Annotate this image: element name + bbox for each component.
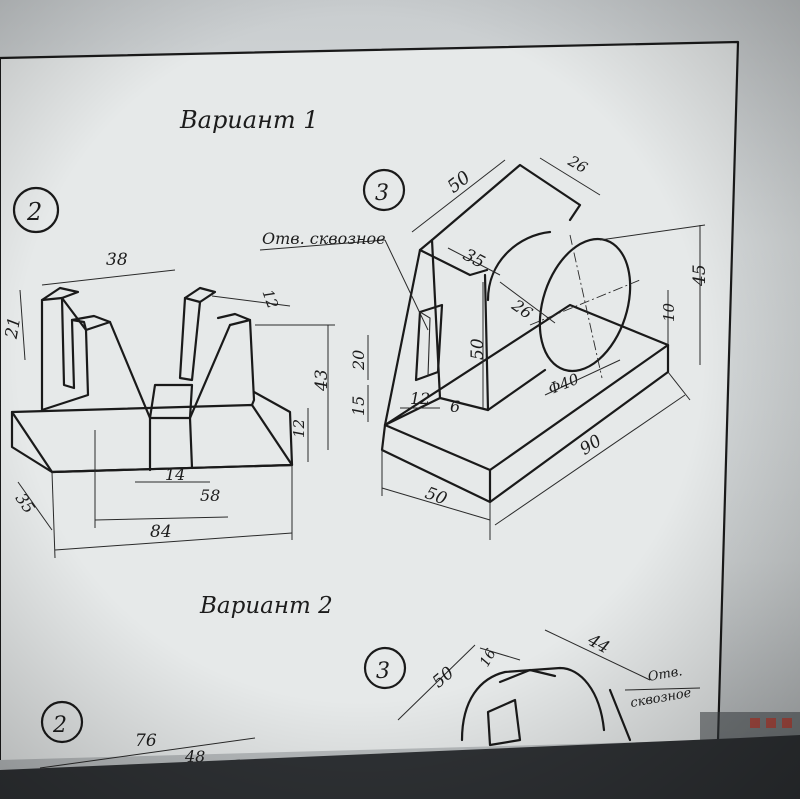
v2-dim-76: 76 [135,731,157,751]
dim-12-part3: 12 [410,389,430,408]
dim-line-38 [41,269,176,286]
part3-upright-edge [483,273,490,412]
dim-12-side: 12 [290,419,308,438]
dim-line-35 [447,247,501,276]
dim-10: 10 [660,302,678,322]
dim-58: 58 [200,486,220,505]
dim-line-58 [94,516,229,521]
part2-v-edge-right [188,416,194,470]
hole-note-underline [259,239,386,251]
part2-left-post-top [40,286,80,302]
part3-number-circle [362,168,406,212]
part2-left-slot [60,296,88,390]
dim-84: 84 [150,522,172,542]
dim-line-35 [17,481,53,531]
part3-cylinder-face [538,237,632,373]
v2-hole-note-line1: Отв. [647,664,684,685]
v2-part2-number-circle [40,700,84,744]
dim-15: 15 [349,396,368,416]
dim-ext-90 [667,371,691,401]
hole-note-leader [384,239,429,331]
v2-part3-hole [486,698,522,747]
dim-line-84 [54,532,293,551]
dim-ext-45-top [599,224,706,241]
part3-through-hole [414,303,444,382]
dim-line-26 [499,281,556,324]
part2-left-block [40,296,90,412]
v2-part3-number: 3 [376,659,390,684]
v2-hole-note-underline [624,687,701,691]
taskbar-icon-3 [782,718,792,728]
part2-right-step [252,390,294,467]
part3-rib-base [438,396,490,412]
hole-note: Отв. сквозное [262,229,386,248]
dim-line-26-top [539,157,601,196]
dim-12-top: 12 [258,287,281,311]
dim-6: 6 [450,397,460,416]
dim-line-12-top [211,295,291,307]
part2-base-front [50,463,294,474]
part2-base-left [10,410,54,474]
sheet-paper [0,42,738,760]
monitor-bezel [0,735,800,799]
dim-21: 21 [2,315,26,341]
dim-line-phi40 [544,359,621,396]
part3-hole-inner [419,311,431,377]
part2-v-groove [108,320,232,420]
part3-cylinder-bottom [486,368,547,412]
dim-14: 14 [165,465,185,484]
variant1-heading: Вариант 1 [179,106,319,134]
dim-line-50-top [411,159,506,233]
dim-line-90 [494,394,686,526]
v2-part2-number: 2 [52,713,67,738]
part2-right-post-top [183,286,217,304]
part2-right-slot [178,296,202,382]
part3-number: 3 [375,181,389,206]
dim-line-50-base [381,487,491,521]
dim-45: 45 [690,264,710,287]
taskbar-icon [750,718,760,728]
part2-number: 2 [26,198,42,226]
part3-cylinder-side [486,230,552,302]
taskbar-icon-2 [766,718,776,728]
dim-50-v: 50 [468,338,488,360]
dim-20: 20 [349,350,368,371]
sheet-frame [0,40,740,742]
v2-dim-line-16 [479,647,521,661]
part2-right-edge [248,318,256,407]
part2-v-bottom [148,383,194,420]
v2-part3-number-circle [363,646,407,690]
v2-part3-edge [608,688,632,742]
variant2-heading: Вариант 2 [199,593,333,619]
v2-dim-line-44 [544,629,651,681]
part3-top-face [430,163,582,242]
v2-dim-line-76 [39,737,256,769]
part3-center-line-v [569,234,603,379]
part2-number-circle [12,186,60,234]
dim-38: 38 [106,250,128,270]
v2-dim-line-50 [397,644,476,721]
part2-left-inner-top [70,314,112,332]
part2-drawing: 2 38 21 12 [2,186,335,559]
part2-right-inner-top [216,312,252,327]
dim-43: 43 [312,369,332,392]
v2-dim-48: 48 [184,747,205,766]
part3-top-front [418,248,489,277]
dim-line-21 [19,289,26,361]
v2-dim-16: 16 [477,646,500,670]
v2-part3-top-slot [498,668,557,684]
dim-ext-84-left [51,471,56,559]
